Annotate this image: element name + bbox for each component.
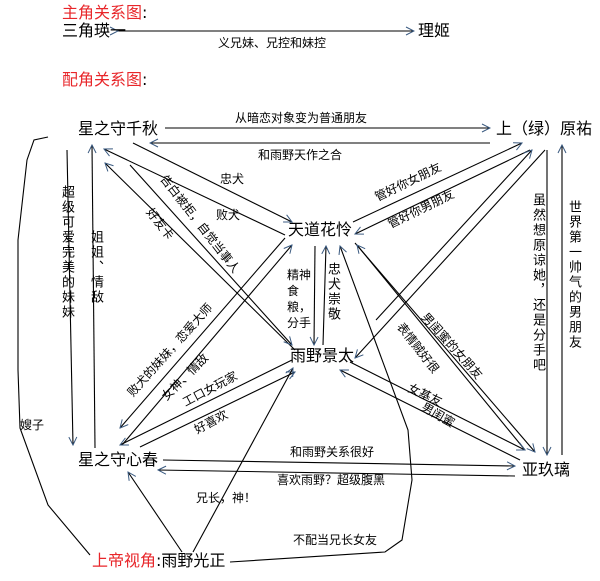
sub-section-title: 配角关系图: bbox=[62, 70, 148, 89]
label-chiaki-tendo: 忠犬 bbox=[220, 172, 245, 186]
label-tendo-chiaki: 败犬 bbox=[216, 208, 241, 222]
line-tendo-amano bbox=[314, 245, 315, 345]
line-konoha-aguri bbox=[162, 459, 515, 466]
line-uehara-tendo bbox=[355, 149, 531, 234]
line-amano-chiaki-1 bbox=[105, 163, 296, 351]
line-amano-konoha bbox=[120, 359, 293, 445]
label-konoha-aguri: 和雨野关系很好 bbox=[290, 445, 375, 459]
line-amano-tendo bbox=[323, 246, 326, 346]
label-chiaki-konoha: 超级可爱完美的妹妹 bbox=[59, 185, 74, 320]
label-mitsumasa-amano: 兄长，神！ bbox=[196, 491, 257, 505]
line-tendo-konoha bbox=[120, 237, 286, 428]
label-aguri-uehara: 世界第一帅气的男朋友 bbox=[566, 200, 581, 350]
label-konoha-chiaki: 姐姐、情敌 bbox=[88, 230, 103, 305]
label-sister-in-law: 嫂子 bbox=[20, 418, 45, 432]
line-chiaki-konoha bbox=[66, 149, 73, 445]
line-mitsumasa-konoha bbox=[128, 472, 183, 553]
line-amano-uehara bbox=[375, 150, 532, 321]
label-uehara-aguri: 虽然想原谅她，还是分手吧 bbox=[530, 193, 545, 373]
line-sister-in-law bbox=[17, 136, 91, 556]
line-konoha-chiaki bbox=[92, 145, 95, 449]
line-aguri-konoha bbox=[158, 470, 516, 477]
label-mitsumasa-tendo: 不配当兄长女友 bbox=[293, 533, 378, 547]
node-amano: 雨野景太 bbox=[290, 346, 355, 365]
line-tendo-chiaki bbox=[104, 149, 286, 236]
label-chiaki-uehara: 从暗恋对象变为普通朋友 bbox=[235, 111, 368, 125]
label-main-relation: 义兄妹、兄控和妹控 bbox=[218, 36, 327, 50]
line-aguri-amano bbox=[340, 370, 521, 461]
label-aguri-konoha: 喜欢雨野？超级腹黑 bbox=[277, 473, 386, 487]
line-amano-aguri bbox=[349, 361, 525, 450]
line-konoha-amano bbox=[139, 372, 295, 448]
node-tendo: 天道花怜 bbox=[288, 220, 353, 239]
line-aguri-tendo bbox=[357, 245, 526, 451]
node-aguri: 亚玖璃 bbox=[522, 460, 571, 479]
node-rihime: 理姬 bbox=[418, 21, 451, 40]
line-tendo-uehara bbox=[352, 143, 522, 223]
node-uehara: 上（绿）原祐 bbox=[496, 119, 593, 138]
line-tendo-aguri bbox=[354, 242, 535, 452]
node-eiichi: 三角瑛一 bbox=[62, 21, 127, 40]
line-mitsumasa-amano bbox=[192, 368, 293, 553]
line-uehara-amano bbox=[355, 149, 546, 358]
main-section-title: 主角关系图: bbox=[62, 3, 148, 22]
line-chiaki-tendo bbox=[132, 142, 292, 222]
label-amano-tendo: 忠犬崇敬 bbox=[325, 262, 340, 322]
node-konoha: 星之守心春 bbox=[78, 450, 159, 469]
node-chiaki: 星之守千秋 bbox=[78, 119, 159, 138]
label-tendo-amano: 精神食粮，分手 bbox=[287, 268, 312, 330]
node-mitsumasa: 上帝视角:雨野光正 bbox=[92, 551, 226, 570]
line-konoha-tendo bbox=[121, 245, 292, 446]
line-mitsumasa-tendo bbox=[229, 246, 413, 563]
label-uehara-chiaki: 和雨野天作之合 bbox=[258, 148, 343, 162]
line-chiaki-amano bbox=[129, 164, 292, 345]
